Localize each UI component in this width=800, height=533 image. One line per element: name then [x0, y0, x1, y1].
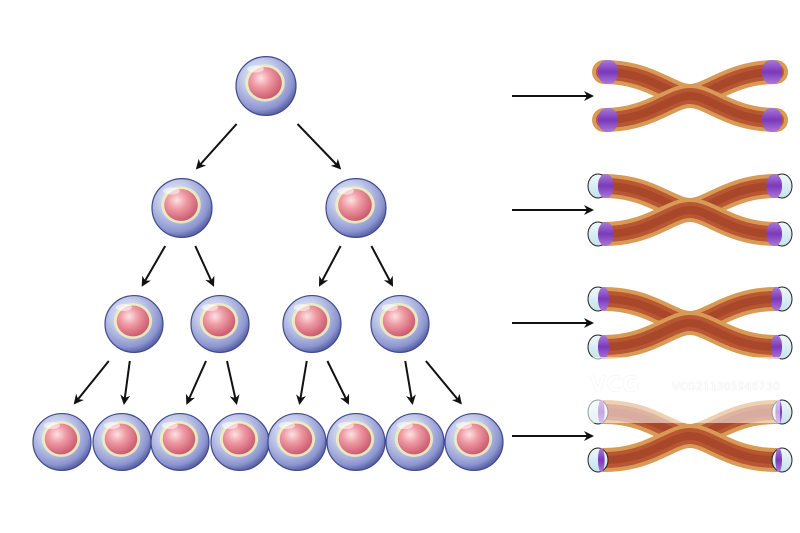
telomere-tip	[762, 108, 782, 132]
cell-gen4-6	[326, 412, 386, 472]
telomere-tip	[766, 174, 782, 198]
chromosome-gen2	[587, 173, 793, 247]
division-arrow	[326, 360, 350, 405]
nucleus	[456, 423, 490, 455]
cell-gen3-4	[370, 294, 430, 354]
division-arrow	[73, 360, 110, 405]
division-arrow	[226, 360, 240, 405]
division-arrow	[185, 360, 207, 405]
telomere-tip	[598, 174, 614, 198]
nucleus	[44, 423, 78, 455]
telomere-tip	[598, 335, 609, 359]
cell-gen3-3	[282, 294, 342, 354]
nucleus	[248, 67, 282, 99]
nucleus	[338, 189, 372, 221]
telomere-tip	[598, 60, 618, 84]
chromosome-gen3	[587, 286, 793, 360]
division-arrow	[195, 123, 238, 170]
nucleus	[397, 423, 431, 455]
division-arrow	[194, 245, 215, 287]
cell-gen4-7	[385, 412, 445, 472]
cell-gen4-2	[92, 412, 152, 472]
telomere-tip	[598, 222, 614, 246]
division-arrow	[318, 245, 342, 287]
nucleus	[338, 423, 372, 455]
telomere-tip	[598, 108, 618, 132]
telomere-tip	[775, 448, 782, 472]
nucleus	[294, 305, 328, 337]
nucleus	[222, 423, 256, 455]
watermark-panel	[578, 357, 780, 423]
telomere-tip	[771, 335, 782, 359]
cell-gen3-1	[104, 294, 164, 354]
watermark-logo: VCG	[590, 372, 640, 396]
division-arrow	[141, 245, 167, 287]
nucleus	[279, 423, 313, 455]
division-arrow	[120, 360, 131, 405]
cell-gen4-1	[32, 412, 92, 472]
cell-lineage-tree	[32, 55, 504, 472]
watermark-id: VCG211305946730	[672, 380, 780, 393]
nucleus	[202, 305, 236, 337]
cell-gen2-1	[151, 178, 213, 239]
nucleus	[164, 189, 198, 221]
cell-gen4-5	[267, 412, 327, 472]
telomere-tip	[766, 222, 782, 246]
cell-gen4-8	[444, 412, 504, 472]
nucleus	[116, 305, 150, 337]
telomere-tip	[762, 60, 782, 84]
cell-gen4-4	[210, 412, 270, 472]
cell-gen4-3	[150, 412, 210, 472]
chromosome-gen1	[592, 60, 788, 132]
cell-gen2-2	[325, 178, 387, 239]
telomere-tip	[771, 287, 782, 311]
division-arrow	[425, 360, 462, 405]
division-arrow	[370, 245, 394, 287]
division-arrow	[296, 360, 308, 405]
nucleus	[104, 423, 138, 455]
cell-gen1-1	[235, 55, 297, 116]
telomere-tip	[598, 448, 605, 472]
division-arrow	[296, 123, 342, 170]
cell-gen3-2	[190, 294, 250, 354]
division-arrows	[73, 123, 462, 405]
nucleus	[162, 423, 196, 455]
telomere-tip	[598, 287, 609, 311]
division-arrow	[404, 360, 416, 405]
nucleus	[382, 305, 416, 337]
